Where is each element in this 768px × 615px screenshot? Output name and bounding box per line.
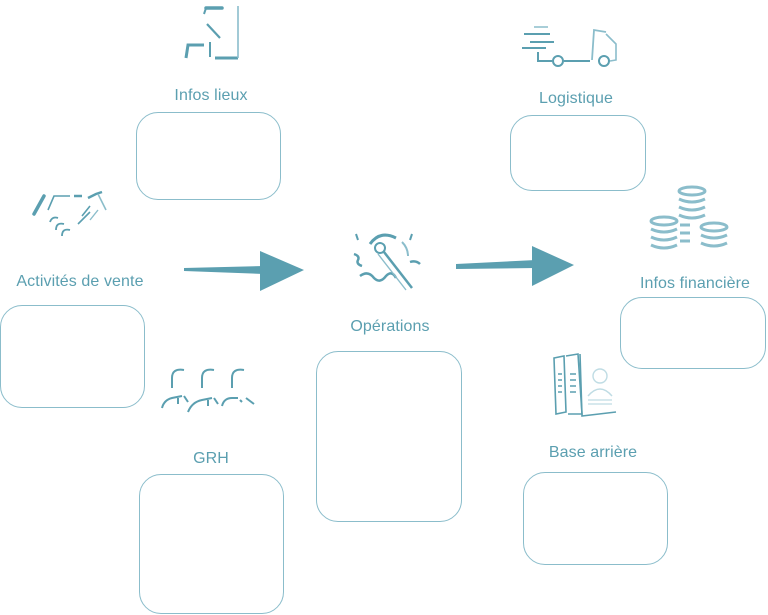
node-box-infos-lieux[interactable] bbox=[136, 112, 281, 200]
node-box-grh[interactable] bbox=[139, 474, 284, 614]
delivery-truck-icon bbox=[520, 20, 620, 70]
node-box-activites-vente[interactable] bbox=[0, 305, 145, 408]
node-label-base-arriere: Base arrière bbox=[548, 444, 638, 461]
node-label-activites-vente: Activités de vente bbox=[16, 273, 144, 290]
stairs-climber-icon bbox=[182, 2, 244, 62]
flow-arrow-sales-to-operations bbox=[184, 251, 304, 291]
gear-wrench-icon bbox=[350, 222, 426, 294]
node-label-infos-lieux: Infos lieux bbox=[174, 87, 248, 104]
handshake-icon bbox=[30, 186, 114, 244]
node-label-logistique: Logistique bbox=[539, 90, 613, 107]
node-label-operations: Opérations bbox=[350, 318, 430, 335]
node-box-operations[interactable] bbox=[316, 351, 462, 522]
people-group-icon bbox=[158, 366, 262, 416]
coin-stacks-icon bbox=[646, 183, 732, 253]
documents-profile-icon bbox=[552, 352, 622, 422]
arrow-shaft bbox=[456, 260, 536, 269]
node-box-infos-financiere[interactable] bbox=[620, 297, 766, 369]
arrow-head bbox=[260, 251, 304, 291]
node-label-infos-financiere: Infos financière bbox=[639, 275, 751, 292]
node-box-logistique[interactable] bbox=[510, 115, 646, 191]
node-box-base-arriere[interactable] bbox=[523, 472, 668, 565]
flow-arrow-operations-to-finance bbox=[456, 246, 574, 286]
arrow-head bbox=[532, 246, 574, 286]
node-label-grh: GRH bbox=[193, 450, 229, 467]
arrow-shaft bbox=[184, 266, 264, 274]
